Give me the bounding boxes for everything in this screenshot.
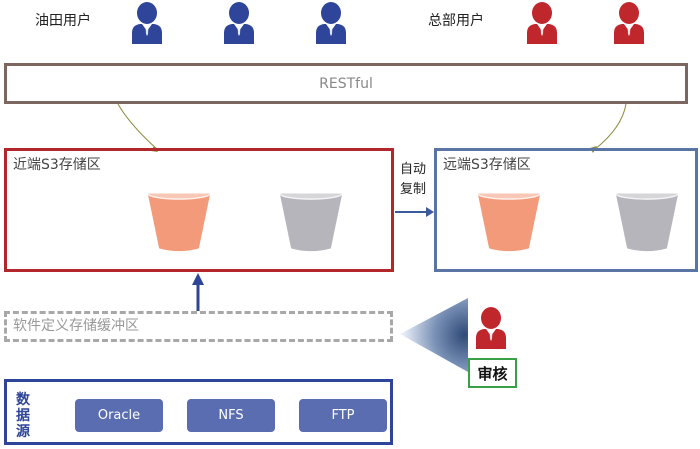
far-orange-bucket-icon [474,184,544,254]
restful-to-far-arrow [593,103,627,151]
review-label: 审核 [477,364,508,383]
data-source-panel: 数据源 Oracle NFS FTP [4,379,393,445]
auto-copy-label: 自动复制 [400,162,427,197]
near-gray-bucket-icon [276,184,346,254]
restful-bar: RESTful [4,63,688,104]
near-s3-zone: 近端S3存储区 [4,148,394,272]
data-source-label: 数据源 [16,392,30,440]
restful-to-near-arrow [117,103,159,151]
far-zone-title: 远端S3存储区 [443,157,531,173]
review-beam [400,298,468,372]
review-box: 审核 [468,358,517,388]
buffer-label: 软件定义存储缓冲区 [13,318,139,334]
reviewer-icon [474,305,508,349]
near-orange-bucket-icon [144,184,214,254]
oilfield-users-label: 油田用户 [35,13,91,29]
sds-buffer: 软件定义存储缓冲区 [4,311,393,342]
nfs-source: NFS [187,399,275,432]
hq-users-label: 总部用户 [428,13,484,29]
far-s3-zone: 远端S3存储区 [434,148,698,272]
far-gray-bucket-icon [612,184,682,254]
oracle-source: Oracle [75,399,163,432]
near-zone-title: 近端S3存储区 [13,157,101,173]
ftp-source: FTP [299,399,387,432]
restful-label: RESTful [319,75,373,92]
